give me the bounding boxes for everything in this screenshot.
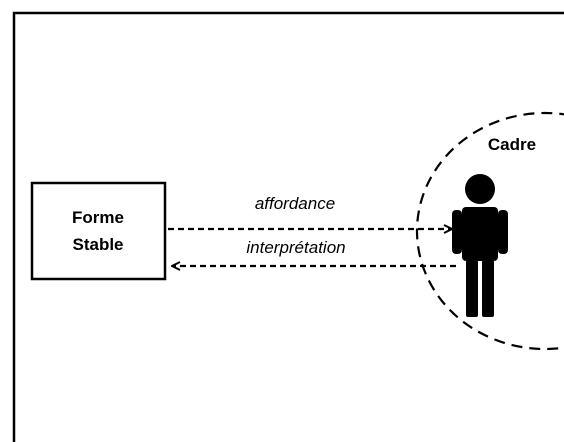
cadre-circle (415, 111, 564, 351)
person-icon (452, 174, 508, 317)
forme-label: Forme (72, 208, 124, 227)
affordance-label: affordance (255, 194, 335, 213)
stable-label: Stable (72, 235, 123, 254)
outer-frame (12, 11, 564, 442)
cadre-label: Cadre (488, 135, 536, 154)
interpretation-label: interprétation (246, 238, 345, 257)
forme-stable-box (30, 181, 167, 281)
